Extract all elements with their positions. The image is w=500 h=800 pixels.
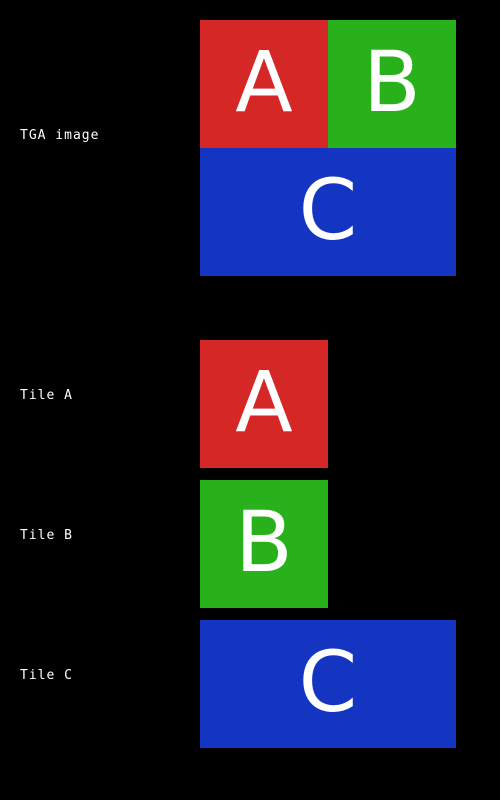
tga-image-label: TGA image [20, 128, 100, 143]
tile-b-label: Tile B [20, 528, 73, 543]
tile-a-letter: A [235, 353, 293, 451]
tile-c-label: Tile C [20, 668, 73, 683]
tile-b-letter: B [235, 493, 293, 591]
tga-image-tile-a-letter: A [235, 33, 293, 131]
tga-image-tile-c: C [200, 148, 456, 276]
tga-image-tile-b: B [328, 20, 456, 148]
tga-image-tile-b-letter: B [363, 33, 421, 131]
tile-b: B [200, 480, 328, 608]
tile-a-label: Tile A [20, 388, 73, 403]
tile-c-letter: C [298, 633, 358, 731]
tile-c: C [200, 620, 456, 748]
tga-image-tile-a: A [200, 20, 328, 148]
tga-image-tile-c-letter: C [298, 161, 358, 259]
tile-a: A [200, 340, 328, 468]
